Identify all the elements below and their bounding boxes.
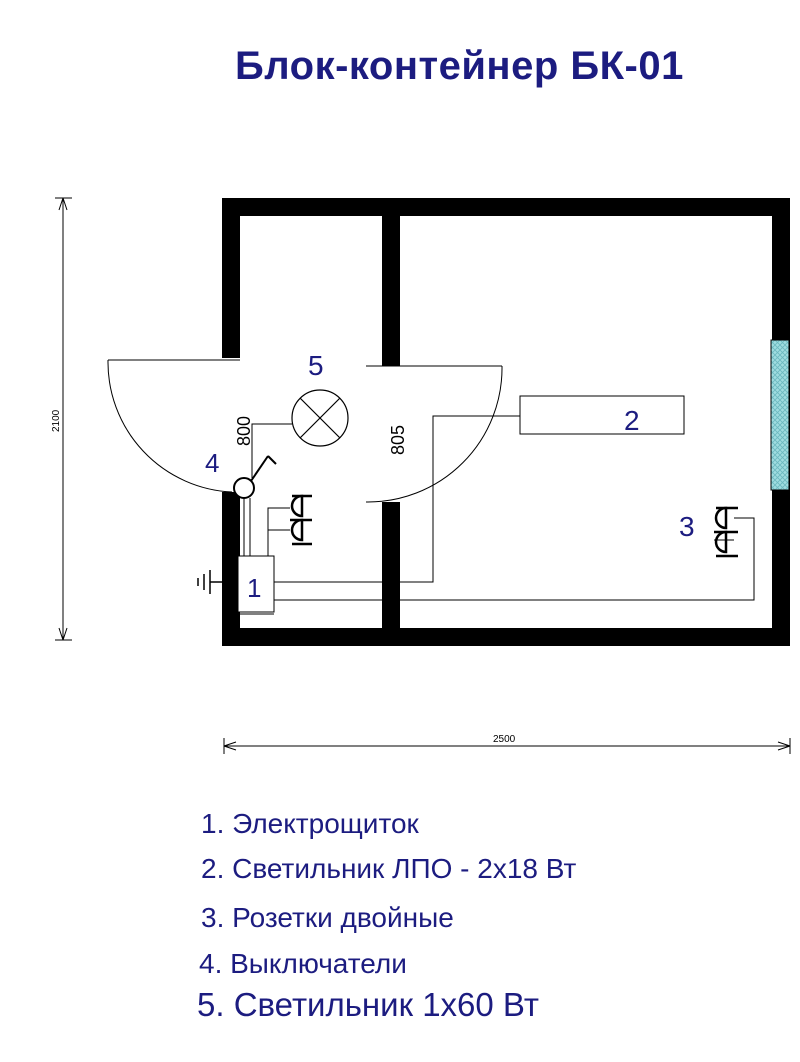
wall-partition-lower bbox=[382, 502, 400, 646]
electrical-panel bbox=[237, 555, 275, 613]
height-dim-label: 2100 bbox=[51, 409, 62, 432]
wall-bottom bbox=[222, 628, 790, 646]
door-left-dim: 800 bbox=[234, 416, 254, 446]
width-dim-label: 2500 bbox=[493, 734, 516, 745]
switch-icon bbox=[233, 455, 277, 499]
door-right-dim: 805 bbox=[388, 425, 408, 455]
wall-left-upper bbox=[222, 198, 240, 358]
marker-2: 2 bbox=[624, 405, 640, 436]
marker-3: 3 bbox=[679, 511, 695, 542]
legend-item: 4. Выключатели bbox=[199, 948, 407, 979]
wall-partition-upper bbox=[382, 198, 400, 366]
legend-item: 1. Электрощиток bbox=[201, 808, 419, 839]
marker-5: 5 bbox=[308, 350, 324, 381]
socket-right-icon bbox=[714, 506, 738, 558]
width-dimension bbox=[223, 738, 791, 754]
height-dimension bbox=[55, 197, 72, 641]
ceiling-light-icon bbox=[291, 389, 349, 447]
marker-4: 4 bbox=[205, 448, 219, 478]
window bbox=[770, 339, 790, 491]
wall-top bbox=[222, 198, 790, 216]
marker-1: 1 bbox=[247, 573, 261, 603]
ground-icon bbox=[197, 570, 238, 594]
legend-item: 5. Светильник 1х60 Вт bbox=[197, 986, 539, 1023]
door-right bbox=[365, 365, 503, 503]
floor-plan: 1 4 5 2 3 800 805 bbox=[51, 197, 791, 754]
legend-item: 3. Розетки двойные bbox=[201, 902, 454, 933]
socket-left-icon bbox=[290, 494, 312, 546]
page-title: Блок-контейнер БК-01 bbox=[235, 44, 684, 88]
legend-item: 2. Светильник ЛПО - 2х18 Вт bbox=[201, 853, 577, 884]
door-left bbox=[107, 359, 240, 493]
wall-left-lower bbox=[222, 492, 240, 646]
fluorescent-light bbox=[519, 395, 685, 435]
